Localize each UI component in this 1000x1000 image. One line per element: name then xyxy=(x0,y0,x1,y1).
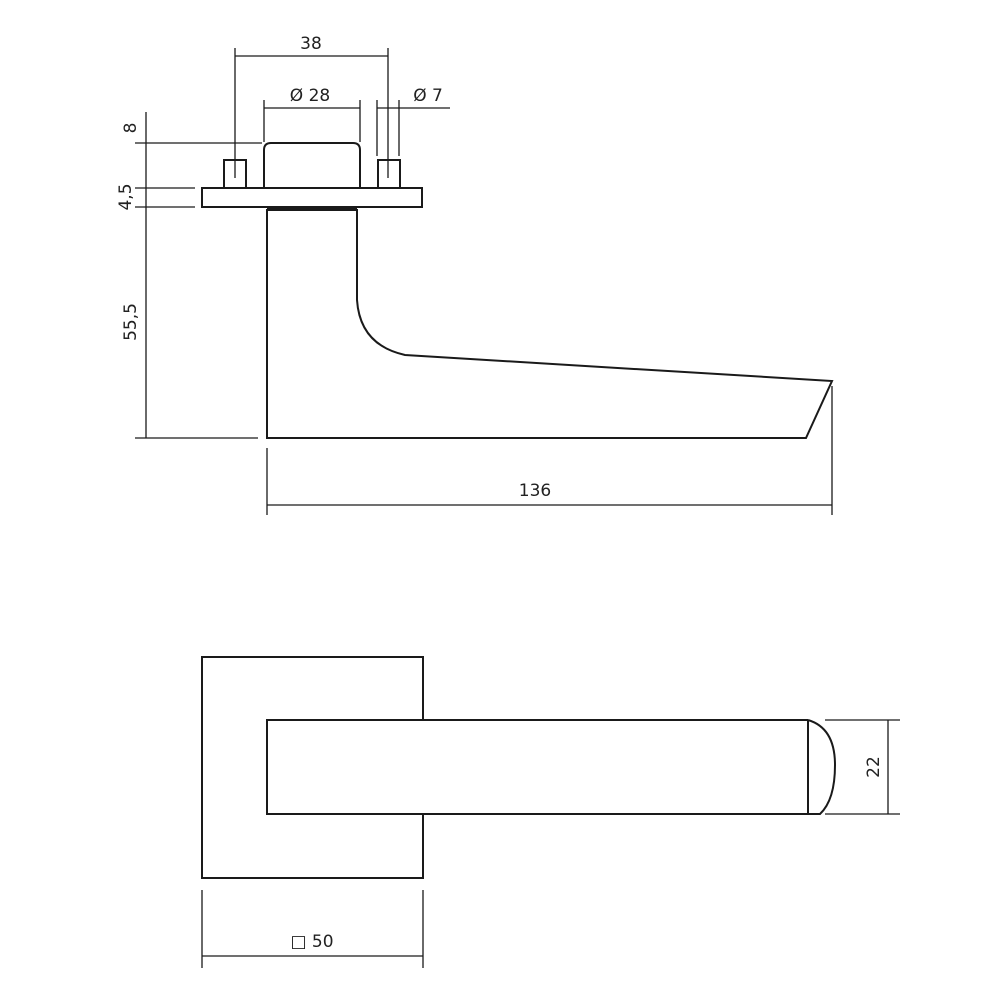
side-dimensions: 38 Ø 28 Ø 7 8 4,5 55,5 136 xyxy=(116,34,833,515)
dim-136: 136 xyxy=(519,481,551,501)
dim-d7: Ø 7 xyxy=(413,86,443,106)
dim-8: 8 xyxy=(121,123,141,134)
rose xyxy=(263,142,361,188)
base-plate xyxy=(201,187,423,208)
dim-22: 22 xyxy=(864,756,884,778)
lever-top xyxy=(266,719,808,815)
top-dimensions: 22 □ 50 xyxy=(201,719,900,968)
dim-50: □ 50 xyxy=(290,932,333,952)
dim-d28: Ø 28 xyxy=(290,86,330,106)
dim-55-5: 55,5 xyxy=(121,303,141,341)
side-view xyxy=(201,142,834,439)
pin-right xyxy=(377,159,401,189)
dim-4-5: 4,5 xyxy=(116,183,136,210)
lever-end-cap xyxy=(807,719,837,815)
top-view xyxy=(201,656,837,879)
lever-side xyxy=(266,209,834,439)
dim-38: 38 xyxy=(300,34,322,54)
